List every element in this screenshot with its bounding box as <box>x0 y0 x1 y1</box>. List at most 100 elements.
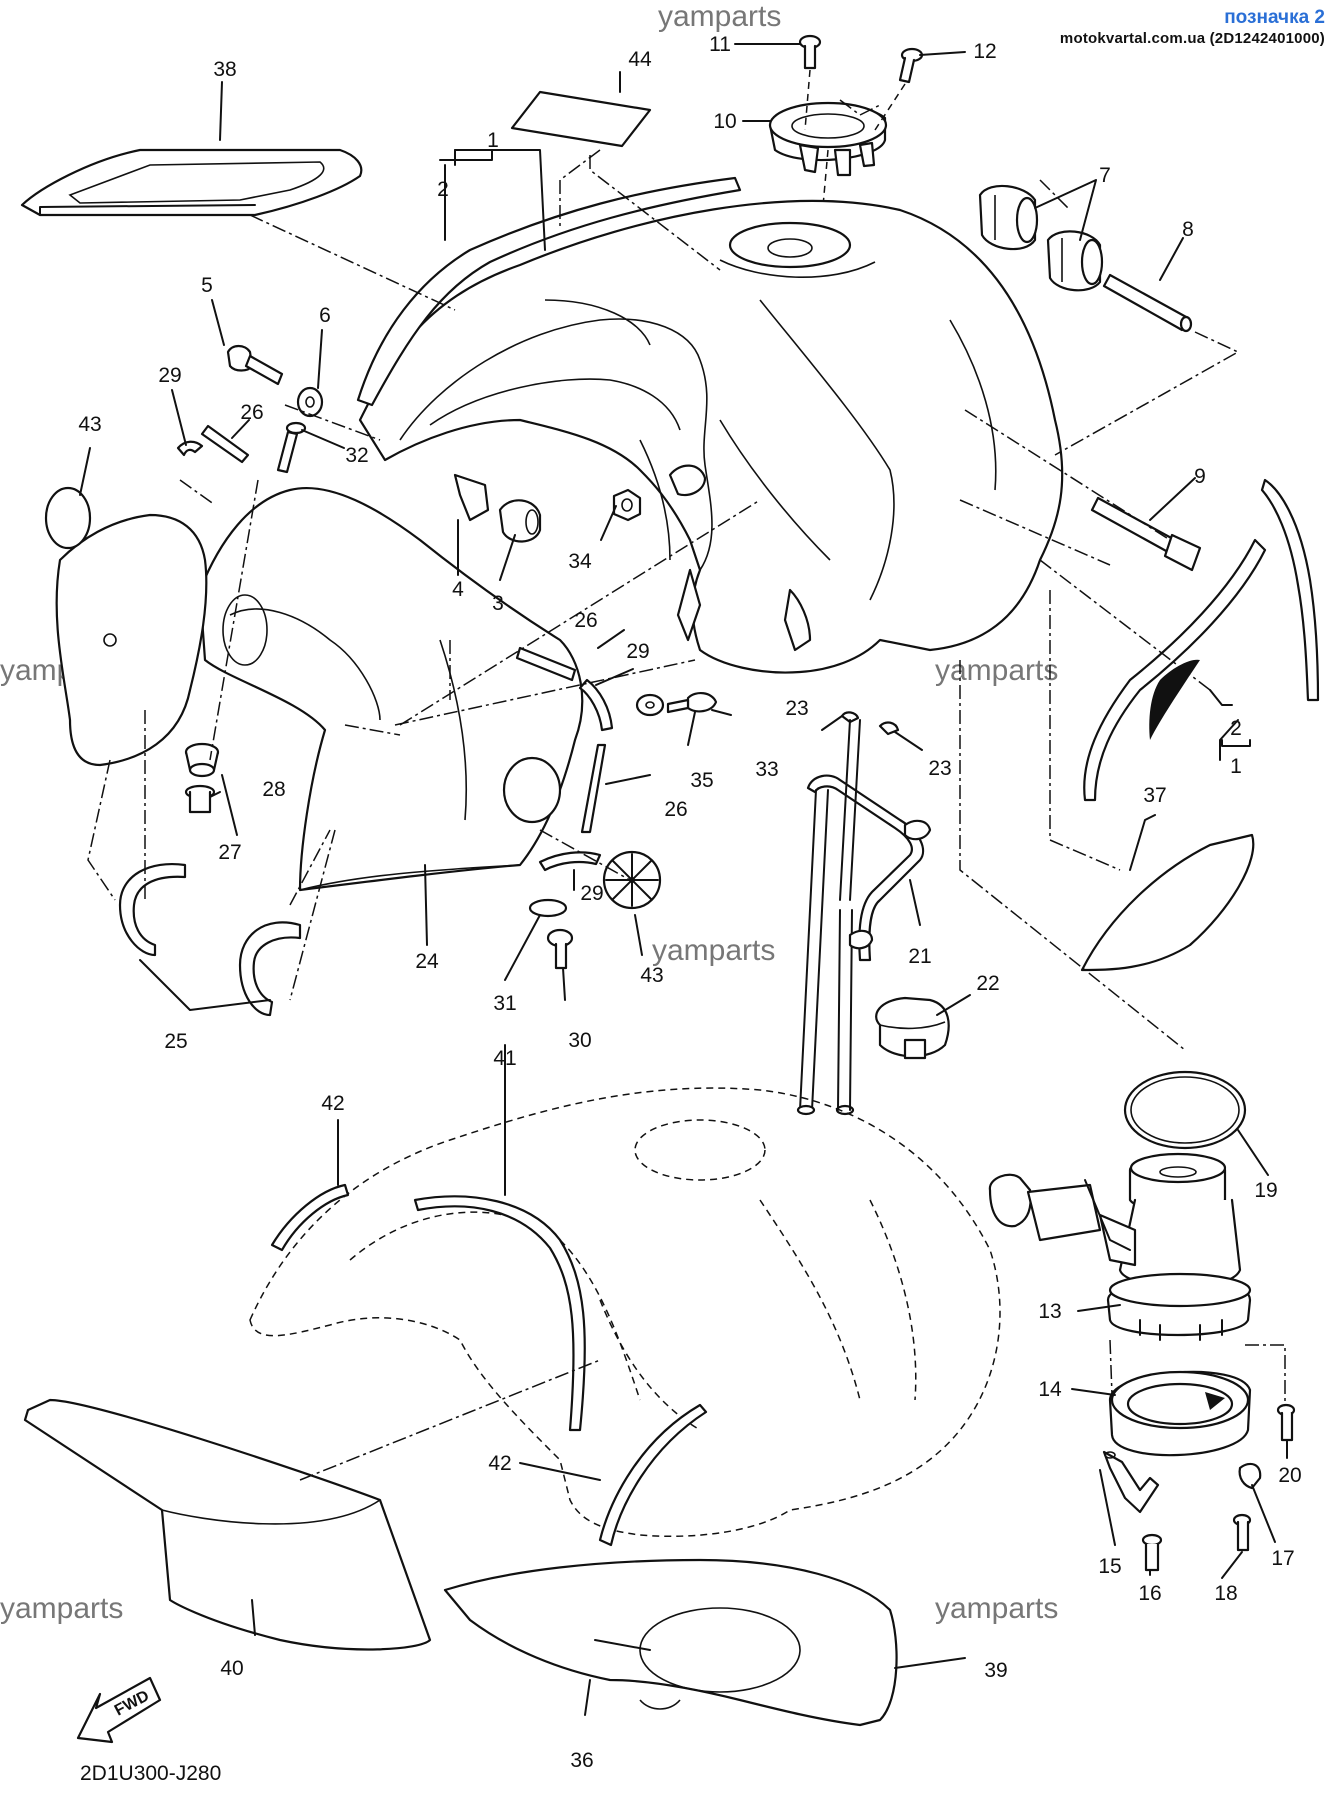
callout-2: 2 <box>437 178 449 201</box>
callout-26: 26 <box>240 401 263 424</box>
callout-26: 26 <box>664 798 687 821</box>
damper-7b <box>1046 230 1104 292</box>
callout-23: 23 <box>928 757 951 780</box>
collar-8 <box>1102 273 1193 333</box>
callout-36: 36 <box>570 1749 593 1772</box>
emblem-43 <box>602 850 662 910</box>
washer-35 <box>635 693 665 717</box>
callout-25: 25 <box>164 1030 187 1053</box>
callout-38: 38 <box>213 58 236 81</box>
clip-25b <box>238 921 302 1017</box>
callout-2: 2 <box>1230 717 1242 740</box>
bracket-15 <box>1102 1450 1160 1514</box>
callout-11: 11 <box>709 33 731 56</box>
label-44 <box>510 90 652 148</box>
screw-33 <box>666 692 718 714</box>
callout-4: 4 <box>452 578 464 601</box>
callout-27: 27 <box>218 841 241 864</box>
hose-21 <box>796 719 932 1116</box>
callout-26: 26 <box>574 609 597 632</box>
bolt-11 <box>798 34 822 70</box>
clamp-22 <box>875 996 950 1060</box>
bolt-16 <box>1141 1533 1163 1572</box>
bolt-18 <box>1232 1513 1252 1552</box>
bolt-9 <box>1090 496 1202 572</box>
callout-35: 35 <box>690 769 713 792</box>
seal-42c <box>598 1403 708 1547</box>
bolt-20 <box>1276 1403 1296 1442</box>
emblem-seat-43 <box>502 756 562 824</box>
callout-34: 34 <box>568 550 592 573</box>
clip-29b <box>578 678 614 732</box>
clip-29a <box>176 440 204 457</box>
callout-42: 42 <box>488 1452 511 1475</box>
emblem-43-left <box>44 486 92 550</box>
bottom-pad-39 <box>443 1558 898 1727</box>
callout-22: 22 <box>976 972 999 995</box>
callout-10: 10 <box>713 110 736 133</box>
callout-41: 41 <box>493 1047 516 1070</box>
callout-1: 1 <box>487 129 499 152</box>
callout-29: 29 <box>158 364 181 387</box>
header-site: motokvartal.com.ua (2D1242401000) <box>1059 29 1325 47</box>
strip-26c <box>580 743 607 834</box>
callout-3: 3 <box>492 592 504 615</box>
callout-29: 29 <box>626 640 649 663</box>
seal-42b <box>413 1195 586 1432</box>
callout-43: 43 <box>78 413 101 436</box>
fuel-pump-13 <box>988 1152 1252 1341</box>
callout-13: 13 <box>1038 1300 1061 1323</box>
callout-42: 42 <box>321 1092 344 1115</box>
washer-31 <box>528 898 568 918</box>
callout-5: 5 <box>201 274 213 297</box>
trim-2-right <box>1083 478 1320 802</box>
callout-33: 33 <box>755 758 778 781</box>
callout-43: 43 <box>640 964 663 987</box>
watermark: yamparts <box>658 0 781 33</box>
callout-29: 29 <box>580 882 603 905</box>
fwd-arrow-icon: FWD <box>76 1676 162 1744</box>
watermark: yamparts <box>935 654 1058 687</box>
callout-9: 9 <box>1194 465 1206 488</box>
callout-8: 8 <box>1182 218 1194 241</box>
callout-1: 1 <box>1230 755 1242 778</box>
panel-40 <box>23 1398 432 1651</box>
callout-28: 28 <box>262 778 285 801</box>
seal-42a <box>270 1183 350 1252</box>
callout-30: 30 <box>568 1029 591 1052</box>
trim-2-top <box>356 176 742 407</box>
bolt-5 <box>226 344 284 386</box>
collar-27 <box>184 784 216 814</box>
watermark: yamparts <box>935 1592 1058 1625</box>
watermark: yamparts <box>652 934 775 967</box>
bracket-4 <box>453 473 490 522</box>
plate-14 <box>1108 1370 1252 1457</box>
callout-24: 24 <box>415 950 439 973</box>
callout-44: 44 <box>628 48 652 71</box>
side-cover-left <box>55 513 208 767</box>
side-pad-37 <box>1080 833 1255 972</box>
header-tag: позначка 2 motokvartal.com.ua (2D1242401… <box>1060 6 1325 49</box>
front-cover-24 <box>198 486 584 892</box>
clip-29c <box>538 851 602 872</box>
header-tag-label: позначка 2 <box>1224 7 1325 28</box>
watermark: yamparts <box>0 1592 123 1625</box>
top-pad-38 <box>20 148 363 217</box>
callout-37: 37 <box>1143 784 1166 807</box>
o-ring-19 <box>1123 1070 1247 1150</box>
grommet-28 <box>184 742 220 778</box>
tank-cover-41 <box>249 1087 1001 1538</box>
clip-25a <box>118 862 187 957</box>
damper-7a <box>978 184 1039 251</box>
diagram-code: 2D1U300-J280 <box>80 1762 221 1785</box>
washer-6 <box>296 386 324 418</box>
bolt-12 <box>898 47 924 84</box>
strip-26a <box>200 424 250 464</box>
strip-26b <box>515 646 577 682</box>
screw-32 <box>276 421 307 474</box>
grommet-3 <box>498 499 542 543</box>
callout-6: 6 <box>319 304 331 327</box>
callout-32: 32 <box>345 444 368 467</box>
screw-30 <box>546 928 574 970</box>
